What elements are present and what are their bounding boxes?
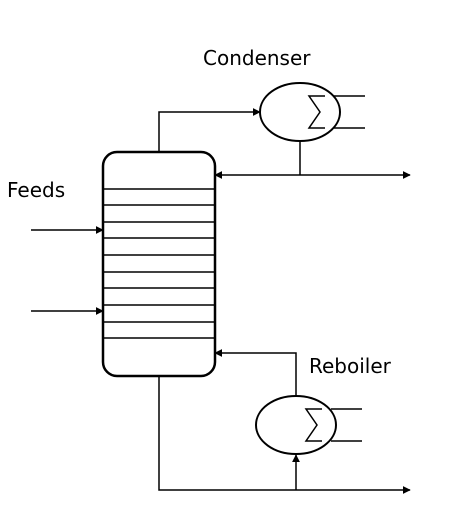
condenser-sigma-icon <box>307 95 325 129</box>
overhead-vapor-line <box>158 108 261 152</box>
condenser-label: Condenser <box>203 46 311 70</box>
column-trays <box>103 188 215 339</box>
column-shell <box>101 150 217 378</box>
reboiler-shell <box>255 395 337 455</box>
feeds-label: Feeds <box>7 178 66 202</box>
reboiler-sigma-icon <box>304 408 322 442</box>
boilup-return-line <box>214 349 297 396</box>
condenser <box>259 82 365 142</box>
distillation-column <box>101 150 217 378</box>
bottoms-line <box>158 376 296 491</box>
condenser-shell <box>259 82 341 142</box>
reboiler-label: Reboiler <box>309 354 391 378</box>
reboiler <box>255 395 362 455</box>
